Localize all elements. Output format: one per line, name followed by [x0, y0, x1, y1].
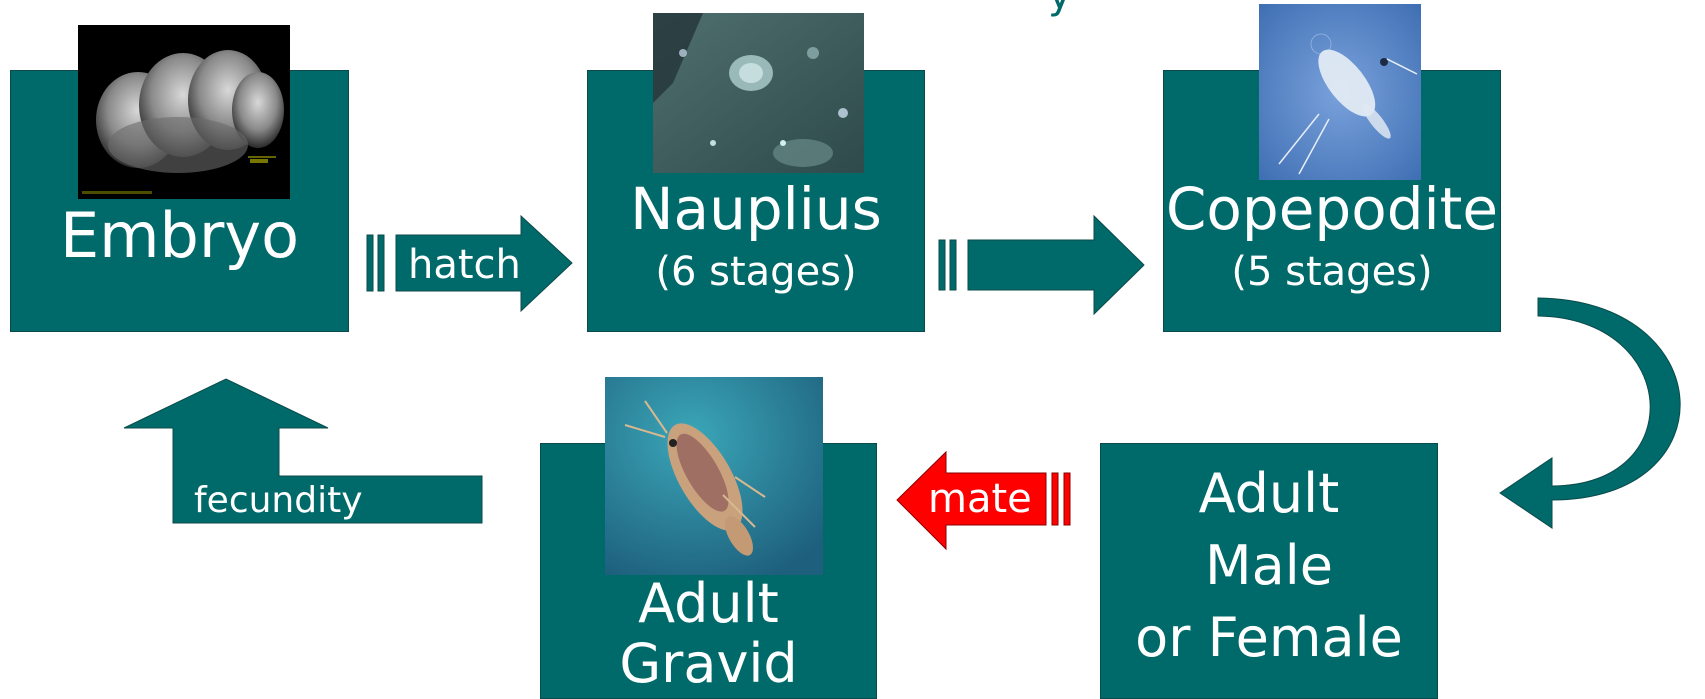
stage-copepodite-sub: (5 stages) — [1231, 249, 1433, 295]
stage-gravid-line2: Gravid — [619, 632, 798, 695]
stage-copepodite-label: Copepodite — [1165, 175, 1499, 243]
embryo-photo — [78, 25, 290, 199]
partial-title: y — [1048, 0, 1072, 18]
hatch-label: hatch — [408, 242, 521, 288]
stage-adult-line2: Male — [1205, 534, 1333, 597]
adult-gravid-photo — [605, 377, 823, 575]
fecundity-label: fecundity — [194, 480, 363, 521]
stage-nauplius-sub: (6 stages) — [655, 249, 857, 295]
stage-embryo-label: Embryo — [59, 199, 300, 272]
stage-gravid-line1: Adult — [638, 572, 779, 635]
mate-arrow — [896, 450, 1071, 551]
nauplius-photo — [653, 13, 864, 173]
nauplius-to-copepodite-arrow — [938, 214, 1145, 316]
curved-arrow — [1499, 297, 1681, 529]
fecundity-arrow — [123, 378, 483, 524]
stage-adult-line1: Adult — [1198, 462, 1340, 525]
stage-adult-line3: or Female — [1135, 606, 1403, 669]
mate-label: mate — [928, 476, 1032, 522]
stage-embryo: Embryo — [10, 70, 349, 332]
stage-adult-male-female: Adult Male or Female — [1100, 443, 1438, 699]
copepodite-photo — [1259, 4, 1421, 180]
hatch-arrow — [366, 214, 573, 313]
stage-nauplius-label: Nauplius — [630, 175, 882, 243]
